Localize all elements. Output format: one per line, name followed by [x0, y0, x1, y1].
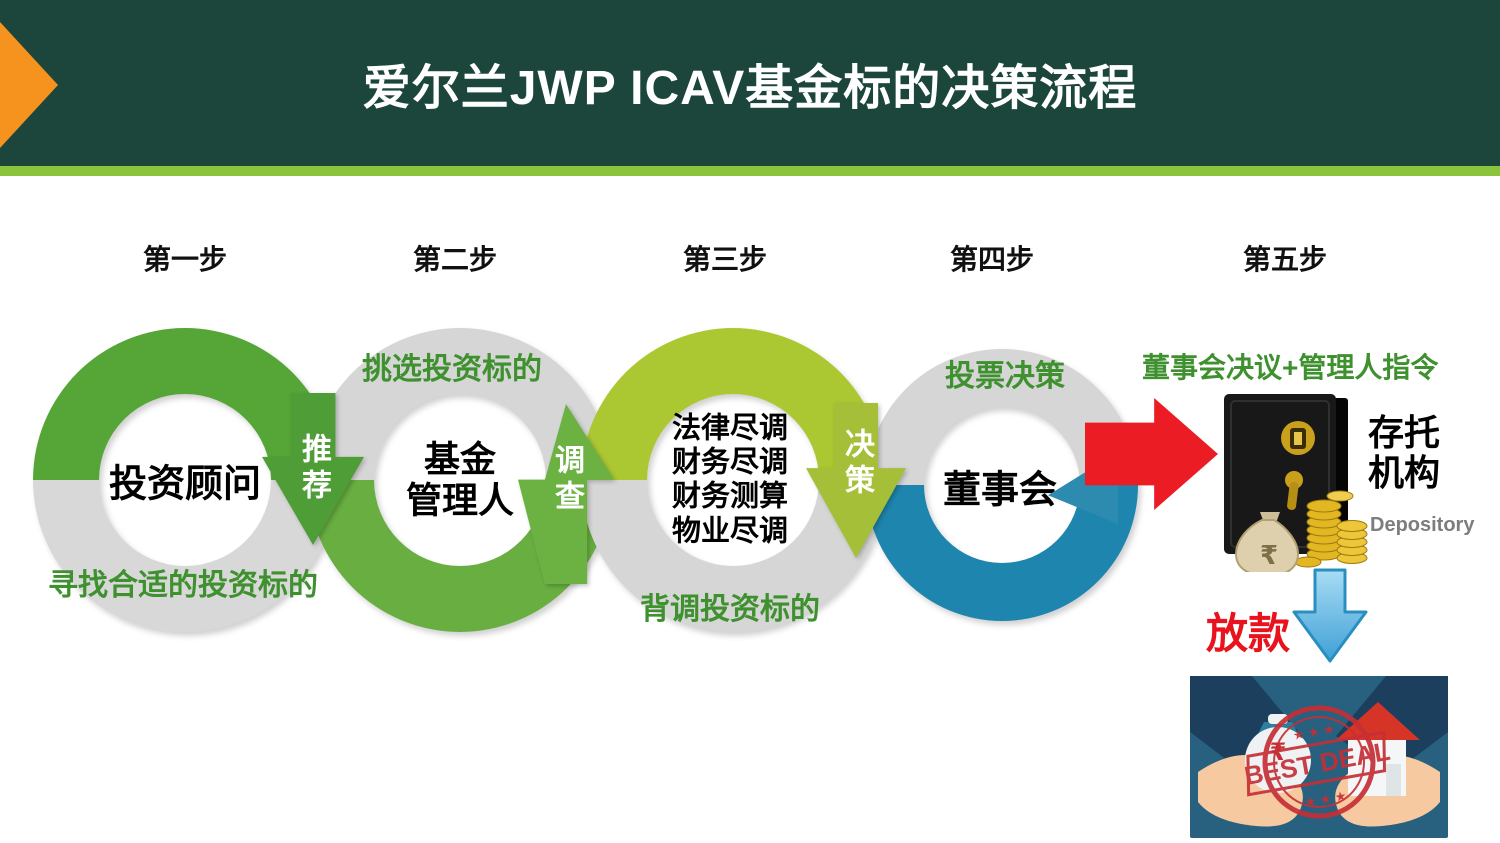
institution-name: 存托 机构	[1368, 413, 1440, 492]
money-bag-icon: ₹	[1234, 512, 1300, 572]
connector-decide-arrow: 决策	[806, 403, 906, 558]
ring-due-diligence	[581, 328, 885, 632]
step-label-4: 第四步	[949, 244, 1035, 275]
ring-board	[866, 349, 1138, 621]
step-label-2: 第二步	[412, 244, 498, 275]
connector-recommend-arrow: 推荐	[262, 393, 364, 545]
best-deal-stamp: BEST DEAL ★ ★ ★ ★ ★ ★	[1242, 705, 1392, 819]
deal-illustration: ₹ BEST DEAL ★ ★ ★ ★ ★ ★	[1190, 676, 1448, 838]
connector-investigate-label: 调查	[550, 443, 583, 516]
ring2-line1: 基金	[423, 438, 497, 480]
ring2-annotation: 挑选投资标的	[362, 353, 542, 386]
ring4-annotation: 投票决策	[945, 360, 1065, 393]
header-stripe	[0, 166, 1500, 176]
ring1-center-text: 投资顾问	[108, 463, 262, 506]
ring4-center-text: 董事会	[942, 469, 1058, 512]
ring2-center-text: 基金 管理人	[406, 439, 514, 522]
header-bar: 爱尔兰JWP ICAV基金标的决策流程	[0, 0, 1500, 166]
step-label-5: 第五步	[1242, 244, 1328, 275]
connector-recommend-label: 推荐	[297, 432, 330, 505]
ring3-center-text: 法律尽调 财务尽调 财务测算 物业尽调	[672, 412, 788, 549]
connector-decide-label: 决策	[840, 427, 873, 500]
ring-fund-manager	[308, 328, 612, 632]
page-title: 爱尔兰JWP ICAV基金标的决策流程	[362, 62, 1138, 115]
payout-label: 放款	[1206, 610, 1291, 657]
coins-icon	[1294, 490, 1368, 568]
step-label-1: 第一步	[142, 244, 228, 275]
ring3-line3: 财务测算	[671, 481, 789, 513]
ring3-annotation: 背调投资标的	[640, 593, 820, 626]
ring3-line1: 法律尽调	[671, 412, 789, 445]
ring2-line2: 管理人	[405, 480, 515, 521]
instruction-label: 董事会决议+管理人指令	[1142, 352, 1439, 383]
rupee-symbol: ₹	[1260, 540, 1278, 570]
payout-down-arrow-icon	[1292, 568, 1368, 663]
institution-line1: 存托	[1368, 412, 1441, 453]
stamp-stars-bottom: ★ ★ ★	[1303, 788, 1347, 810]
connector-investigate-arrow: 调查	[518, 404, 614, 584]
step-label-3: 第三步	[682, 244, 768, 275]
safe-illustration: ₹	[1224, 394, 1368, 572]
institution-name-en: Depository	[1370, 514, 1475, 536]
ring3-line2: 财务尽调	[671, 446, 789, 479]
ring3-line4: 物业尽调	[671, 515, 789, 548]
institution-line2: 机构	[1368, 451, 1441, 493]
ring1-annotation: 寻找合适的投资标的	[48, 569, 318, 602]
ring-investment-advisor	[33, 328, 337, 632]
stamp-stars-top: ★ ★ ★	[1292, 721, 1336, 743]
